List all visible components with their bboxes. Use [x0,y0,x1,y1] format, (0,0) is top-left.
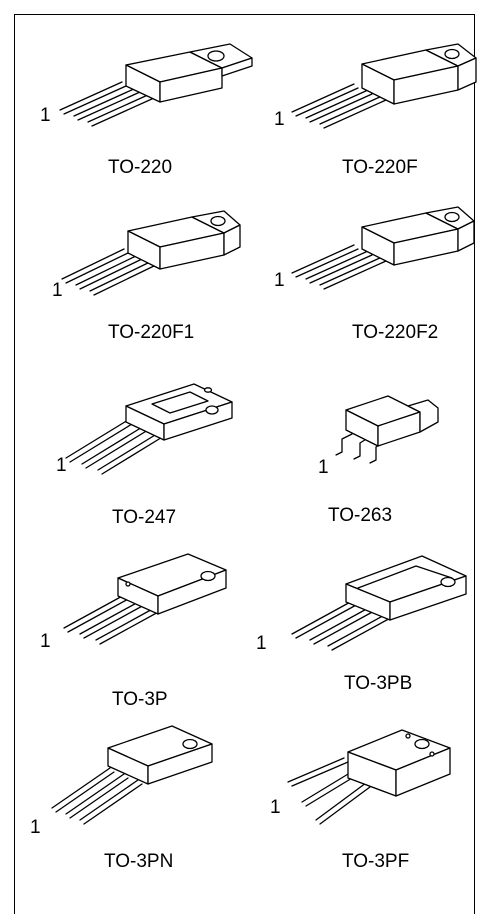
package-to-3pb: 1 TO-3PB [256,548,487,708]
package-to-263: 1 TO-263 [262,376,487,536]
pin-1-label: 1 [40,105,51,126]
to-3pf-package-icon [287,729,451,825]
package-name: TO-3P [112,689,168,710]
to-220f2-package-icon [291,206,475,290]
package-to-220f1: 1 TO-220F1 [30,205,270,365]
to-220f1-package-icon [61,210,241,296]
pin-1-label: 1 [256,633,267,654]
package-name: TO-220F2 [352,322,439,343]
package-name: TO-3PN [104,851,174,872]
pin-1-label: 1 [40,631,51,652]
package-name: TO-263 [328,505,393,526]
to-3p-package-icon [63,553,227,645]
package-name: TO-3PB [344,673,413,694]
to-3pb-package-icon [291,555,467,651]
to-220-package-icon [59,43,253,127]
to-263-package-icon [335,395,439,464]
package-name: TO-3PF [342,851,410,872]
pin-1-label: 1 [274,109,285,130]
package-to-220f2: 1 TO-220F2 [262,205,487,365]
pin-1-label: 1 [56,455,67,476]
package-to-220: 1 TO-220 [30,40,270,200]
pin-1-label: 1 [274,270,285,291]
package-name: TO-220 [108,157,173,178]
pin-1-label: 1 [52,280,63,301]
package-to-3pf: 1 TO-3PF [262,722,487,882]
package-to-3p: 1 TO-3P [30,548,270,710]
package-to-247: 1 TO-247 [30,376,270,536]
to-247-package-icon [65,383,233,475]
to-3pn-package-icon [51,725,213,825]
package-name: TO-220F1 [108,322,195,343]
pin-1-label: 1 [30,817,41,838]
pin-1-label: 1 [270,797,281,818]
to-220f-package-icon [291,43,477,129]
package-name: TO-247 [112,507,177,528]
package-name: TO-220F [342,157,418,178]
package-to-220f: 1 TO-220F [262,40,487,200]
pin-1-label: 1 [318,457,329,478]
package-panel [14,14,475,914]
package-to-3pn: 1 TO-3PN [30,722,270,882]
